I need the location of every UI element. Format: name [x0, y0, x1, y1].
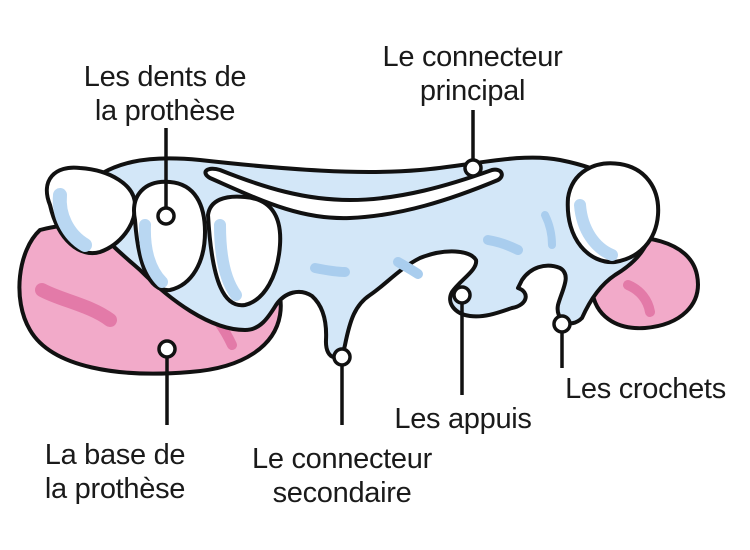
marker-connecteur-principal	[463, 158, 483, 178]
label-base: La base de la prothèse	[44, 439, 186, 505]
label-appuis: Les appuis	[394, 403, 532, 435]
marker-crochets	[552, 314, 572, 334]
label-connecteur-principal: Le connecteur principal	[382, 41, 563, 107]
marker-connecteur-secondaire	[332, 347, 352, 367]
label-dents: Les dents de la prothèse	[83, 61, 247, 127]
label-crochets: Les crochets	[565, 373, 726, 405]
marker-appuis	[452, 285, 472, 305]
label-connecteur-secondaire: Le connecteur secondaire	[252, 443, 432, 509]
marker-base	[157, 339, 177, 359]
marker-dents	[156, 206, 176, 226]
prosthesis-teeth	[44, 161, 661, 308]
